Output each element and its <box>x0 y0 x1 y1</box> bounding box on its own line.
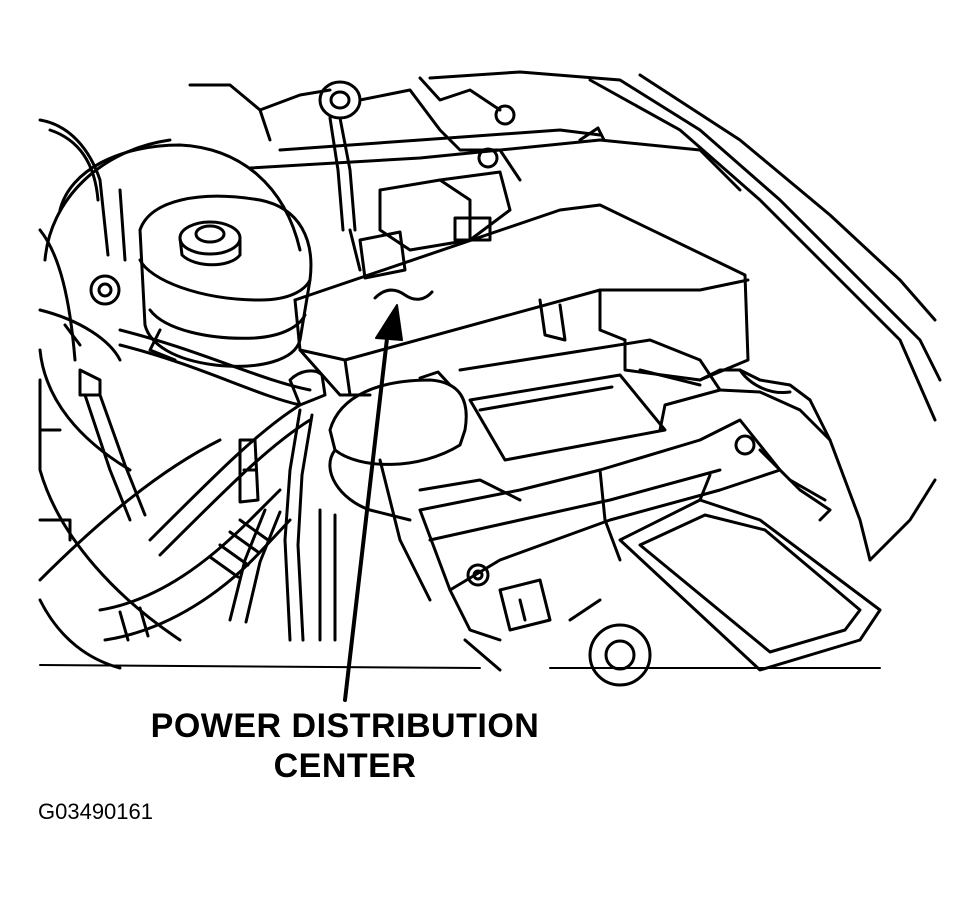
wiring-harness-left <box>38 118 147 522</box>
cables-center <box>38 328 337 642</box>
hold-down-bracket <box>418 418 782 642</box>
callout-arrow <box>343 304 403 702</box>
callout-label-line1: POWER DISTRIBUTION <box>150 707 540 745</box>
control-module <box>463 473 882 687</box>
hood-outline <box>428 70 942 562</box>
cowl-bolts <box>477 104 606 169</box>
cowl-panel <box>188 76 742 192</box>
corrugated-loom <box>98 488 292 642</box>
illustration-bottom-edge <box>39 664 881 669</box>
callout-label-line2: CENTER <box>273 747 417 785</box>
connector-right <box>698 368 872 562</box>
grommet <box>318 80 362 232</box>
power-distribution-center <box>293 203 750 397</box>
brake-booster <box>38 138 302 670</box>
figure-id: G03490161 <box>38 799 153 824</box>
relay-connectors <box>348 170 512 280</box>
brake-fluid-reservoir <box>138 194 313 368</box>
